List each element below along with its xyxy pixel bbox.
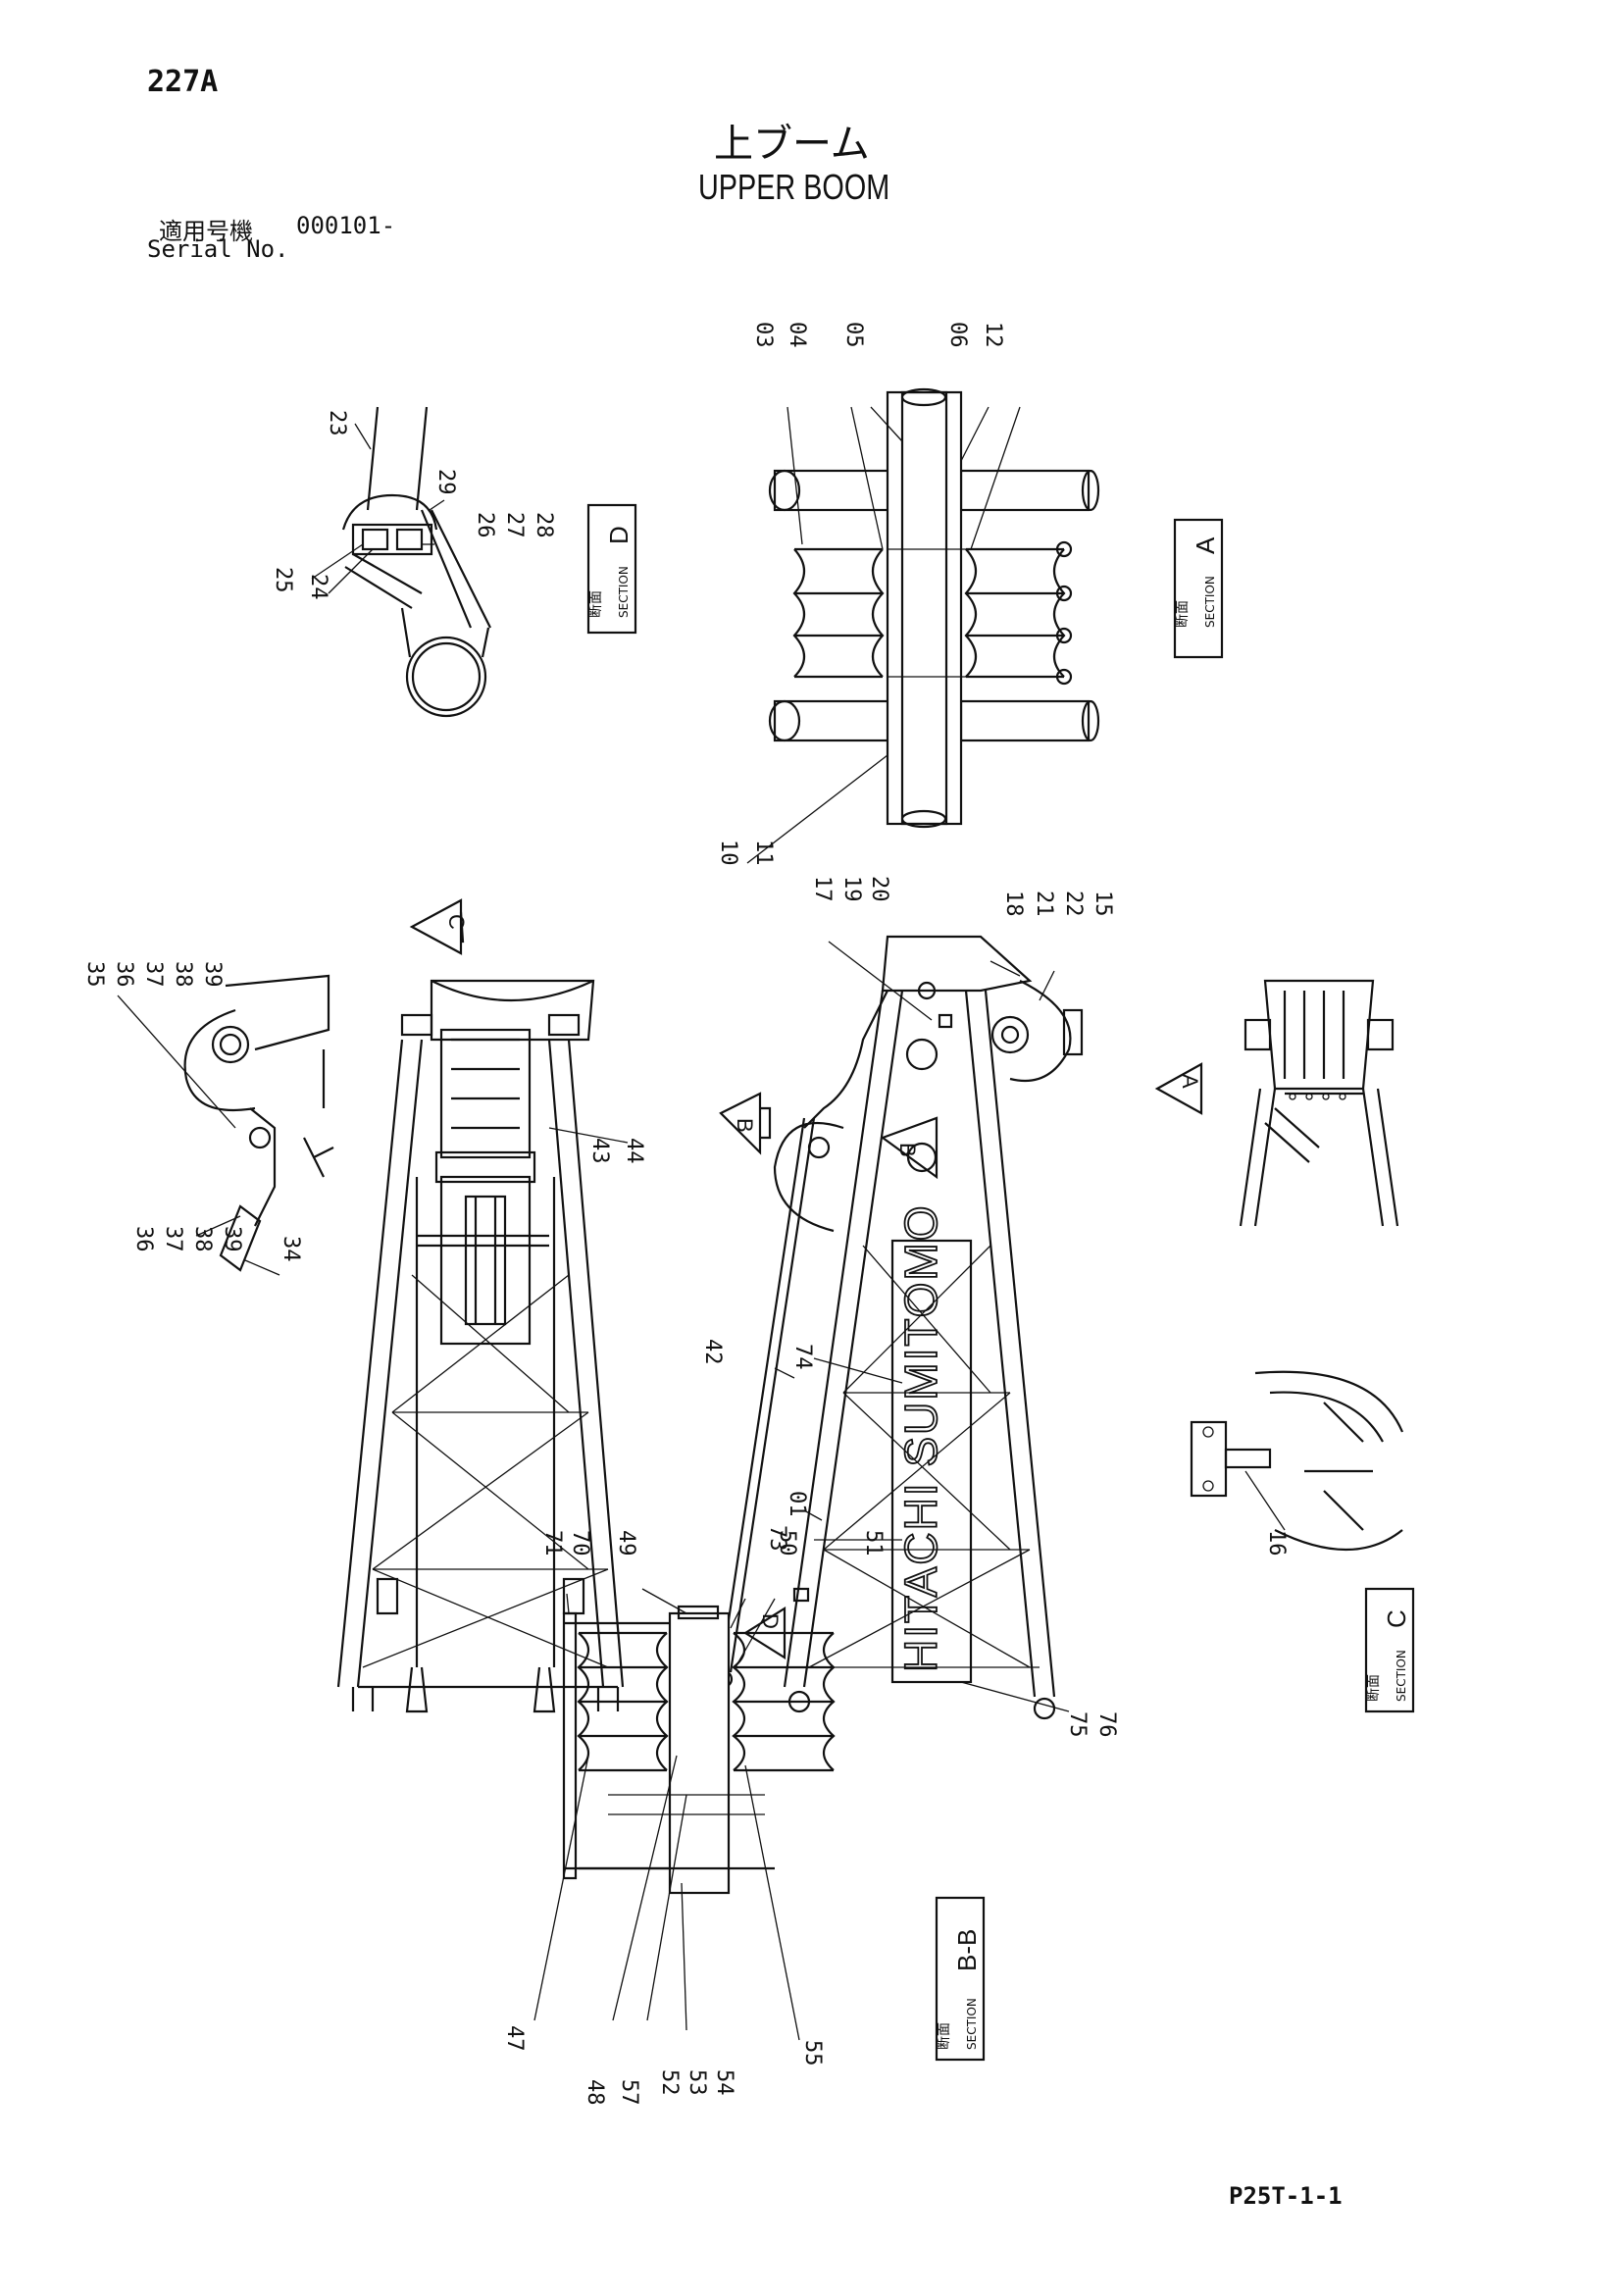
- svg-text:SECTION: SECTION: [1203, 576, 1217, 628]
- side-view: B B HITACHI SUMITOMO D: [700, 876, 1119, 1738]
- title-japanese: 上ブーム: [714, 122, 870, 167]
- serial-label-japanese: 適用号機: [159, 218, 253, 245]
- part-number-50: 50: [775, 1530, 799, 1556]
- front-view: C 43: [336, 898, 646, 1713]
- svg-text:SECTION: SECTION: [617, 566, 631, 618]
- view-marker-b: B B: [719, 1092, 939, 1180]
- part-number-74: 74: [790, 1344, 815, 1370]
- part-number-06: 06: [945, 322, 970, 348]
- part-number-55: 55: [800, 2040, 825, 2066]
- part-number-37: 37: [141, 961, 166, 988]
- section-c-view: 16 断面 SECTION C: [1190, 1370, 1415, 1713]
- view-marker-d: D: [742, 1587, 810, 1659]
- svg-text:D: D: [604, 526, 634, 544]
- part-number-75: 75: [1065, 1711, 1090, 1738]
- section-d-label: 断面 SECTION D: [586, 503, 637, 635]
- part-number-38: 38: [171, 961, 195, 988]
- part-number-38b: 38: [190, 1226, 215, 1252]
- part-number-48: 48: [583, 2079, 607, 2106]
- svg-text:C: C: [444, 914, 469, 930]
- boom-logo: HITACHI SUMITOMO: [895, 1203, 946, 1672]
- section-d-view: 23 29 26 27 28 25 24 断面 SECTION D: [271, 406, 637, 718]
- serial-range: 000101-: [296, 212, 396, 239]
- footer-code: P25T-1-1: [1229, 2182, 1343, 2210]
- page-code: 227A: [147, 65, 219, 99]
- part-number-36b: 36: [131, 1226, 156, 1252]
- part-number-43: 43: [587, 1138, 612, 1164]
- part-number-03: 03: [751, 322, 776, 348]
- part-number-01: 01: [785, 1491, 809, 1517]
- part-number-70: 70: [568, 1530, 592, 1556]
- svg-text:A: A: [1191, 536, 1220, 554]
- part-number-49: 49: [614, 1530, 638, 1556]
- svg-text:SECTION: SECTION: [1395, 1650, 1408, 1702]
- part-number-73: 73: [765, 1525, 789, 1552]
- part-number-34: 34: [279, 1236, 303, 1262]
- part-number-04: 04: [785, 322, 809, 348]
- view-a-detail: A: [1154, 979, 1399, 1227]
- part-number-15: 15: [1091, 891, 1115, 917]
- part-number-53: 53: [685, 2069, 709, 2096]
- part-number-52: 52: [657, 2069, 682, 2096]
- section-c-label: 断面 SECTION C: [1364, 1587, 1415, 1713]
- title-english: UPPER BOOM: [698, 167, 890, 207]
- svg-text:断面: 断面: [1366, 1674, 1382, 1702]
- part-number-37b: 37: [161, 1226, 185, 1252]
- part-number-54: 54: [712, 2069, 736, 2096]
- part-number-51: 51: [861, 1530, 886, 1556]
- part-number-36: 36: [112, 961, 136, 988]
- part-number-42: 42: [700, 1339, 725, 1365]
- part-number-22: 22: [1061, 891, 1086, 917]
- svg-text:断面: 断面: [588, 590, 604, 618]
- part-number-24: 24: [306, 574, 330, 600]
- section-bb-label: 断面 SECTION B-B: [935, 1896, 986, 2062]
- part-number-19: 19: [839, 876, 864, 902]
- serial-label-english: Serial No.: [147, 235, 289, 263]
- svg-text:B-B: B-B: [952, 1929, 982, 1971]
- part-number-39b: 39: [220, 1226, 244, 1252]
- svg-text:断面: 断面: [937, 2022, 952, 2050]
- part-number-11: 11: [751, 840, 776, 866]
- part-number-28: 28: [532, 512, 556, 538]
- part-number-05: 05: [841, 322, 866, 348]
- section-a-label: 断面 SECTION A: [1173, 518, 1224, 659]
- svg-text:A: A: [1178, 1074, 1202, 1089]
- part-number-18: 18: [1001, 891, 1026, 917]
- part-number-57: 57: [617, 2079, 641, 2106]
- part-number-21: 21: [1032, 891, 1056, 917]
- part-number-47: 47: [502, 2025, 527, 2052]
- section-a-view: 03 04 05 06 12 10 11 断面 SECTION A: [716, 322, 1224, 866]
- head-detail-view: 35 36 37 38 39 36 37 38 39 34: [82, 961, 334, 1276]
- section-bb-view: 71 70 49 50 51 47 48 57 52 53 54 55 断面 S…: [502, 1530, 986, 2106]
- view-marker-a: A: [1154, 1062, 1203, 1115]
- svg-text:SECTION: SECTION: [965, 1998, 979, 2050]
- part-number-23: 23: [325, 410, 349, 436]
- part-number-26: 26: [473, 512, 497, 538]
- part-number-25: 25: [271, 567, 295, 593]
- view-marker-c: C: [409, 898, 469, 955]
- part-number-12: 12: [981, 322, 1005, 348]
- part-number-44: 44: [622, 1138, 646, 1164]
- part-number-39: 39: [200, 961, 225, 988]
- part-number-10: 10: [716, 840, 740, 866]
- part-number-27: 27: [502, 512, 527, 538]
- svg-text:断面: 断面: [1175, 600, 1191, 628]
- part-number-76: 76: [1094, 1711, 1119, 1738]
- part-number-35: 35: [82, 961, 107, 988]
- part-number-71: 71: [540, 1530, 565, 1556]
- part-number-20: 20: [867, 876, 891, 902]
- part-number-29: 29: [433, 469, 458, 495]
- svg-text:C: C: [1382, 1609, 1411, 1628]
- part-number-17: 17: [810, 876, 835, 902]
- svg-text:B: B: [733, 1118, 757, 1133]
- part-number-16: 16: [1264, 1530, 1289, 1556]
